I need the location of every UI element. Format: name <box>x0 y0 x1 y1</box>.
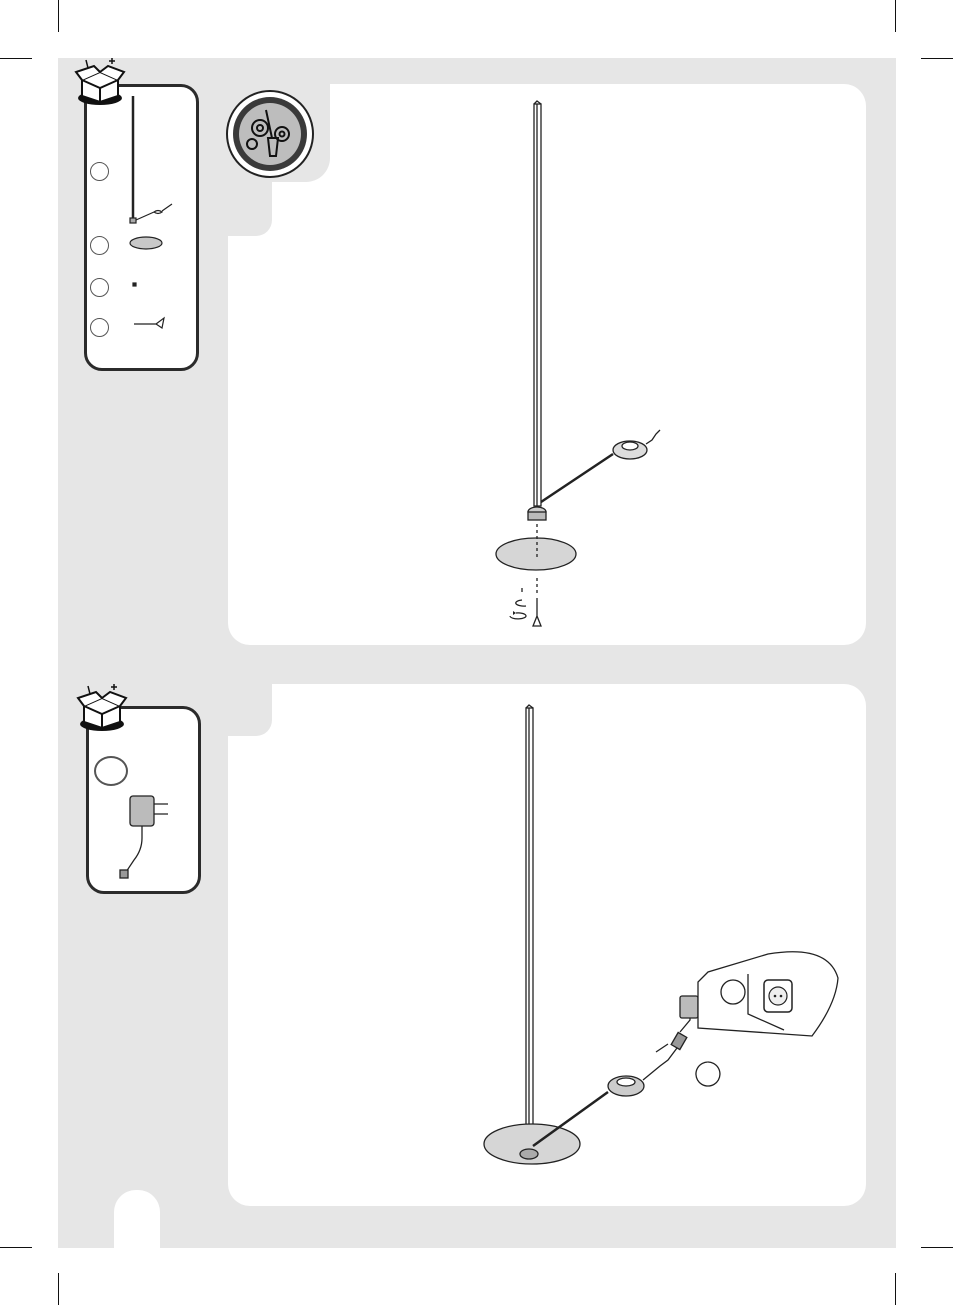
plug-adapter-icon <box>110 790 190 890</box>
step1-parts-illustrations <box>84 84 204 344</box>
crop-mark <box>58 0 59 32</box>
page-number-tab <box>114 1190 160 1250</box>
step1-illustration <box>228 84 866 645</box>
part-bubble <box>94 756 128 786</box>
crop-mark <box>0 1247 32 1248</box>
rotate-arrow-icon <box>508 606 528 626</box>
crop-mark <box>921 58 953 59</box>
open-box-icon <box>74 684 134 734</box>
wall-outlet-icon <box>760 976 800 1016</box>
crop-mark <box>895 1273 896 1305</box>
crop-mark <box>0 58 32 59</box>
crop-mark <box>895 0 896 32</box>
step2-illustration <box>228 684 866 1206</box>
crop-mark <box>58 1273 59 1305</box>
crop-mark <box>921 1247 953 1248</box>
